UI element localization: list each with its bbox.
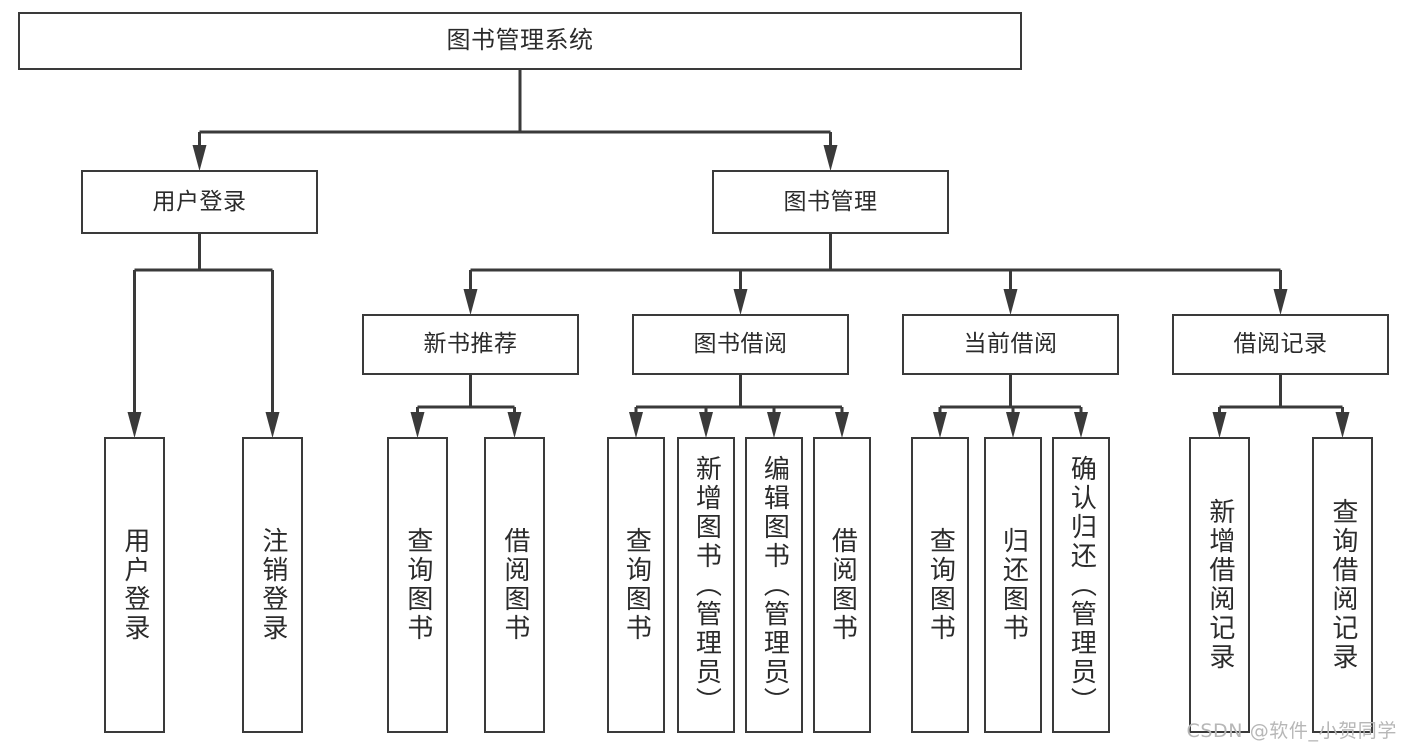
node-label: 注销登录 [257,527,288,643]
node-leaf-return-book[interactable]: 归还图书 [984,437,1042,733]
node-label: 新增借阅记录 [1204,498,1235,672]
node-leaf-query-record[interactable]: 查询借阅记录 [1312,437,1373,733]
node-borrow-record[interactable]: 借阅记录 [1172,314,1389,375]
node-label: 查询借阅记录 [1327,498,1358,672]
node-book-manage[interactable]: 图书管理 [712,170,949,234]
node-label: 图书借阅 [693,331,788,358]
node-leaf-user-login[interactable]: 用户登录 [104,437,165,733]
node-label: 编辑图书（管理员） [759,454,790,716]
node-root[interactable]: 图书管理系统 [18,12,1022,70]
node-leaf-edit-book[interactable]: 编辑图书（管理员） [745,437,803,733]
node-label: 用户登录 [152,188,247,215]
node-label: 借阅记录 [1233,331,1328,358]
node-label: 确认归还（管理员） [1066,454,1097,716]
node-label: 借阅图书 [827,527,858,643]
node-leaf-borrow-book-2[interactable]: 借阅图书 [813,437,871,733]
node-label: 图书管理系统 [446,26,594,55]
node-label: 查询图书 [621,527,652,643]
node-label: 查询图书 [402,527,433,643]
node-leaf-borrow-book-1[interactable]: 借阅图书 [484,437,545,733]
node-leaf-query-book-2[interactable]: 查询图书 [607,437,665,733]
node-label: 图书管理 [783,188,878,215]
node-leaf-query-book-3[interactable]: 查询图书 [911,437,969,733]
node-label: 当前借阅 [963,331,1058,358]
node-book-borrow[interactable]: 图书借阅 [632,314,849,375]
node-new-book-rec[interactable]: 新书推荐 [362,314,579,375]
node-user-login[interactable]: 用户登录 [81,170,318,234]
node-label: 新书推荐 [423,331,518,358]
node-leaf-add-book[interactable]: 新增图书（管理员） [677,437,735,733]
node-label: 借阅图书 [499,527,530,643]
node-leaf-query-book-1[interactable]: 查询图书 [387,437,448,733]
node-leaf-confirm-return[interactable]: 确认归还（管理员） [1052,437,1110,733]
node-label: 用户登录 [119,527,150,643]
node-current-borrow[interactable]: 当前借阅 [902,314,1119,375]
node-leaf-logout[interactable]: 注销登录 [242,437,303,733]
node-leaf-add-record[interactable]: 新增借阅记录 [1189,437,1250,733]
node-label: 归还图书 [998,527,1029,643]
watermark: CSDN @软件_小贺同学 [1186,720,1397,742]
node-label: 新增图书（管理员） [691,454,722,716]
node-label: 查询图书 [925,527,956,643]
